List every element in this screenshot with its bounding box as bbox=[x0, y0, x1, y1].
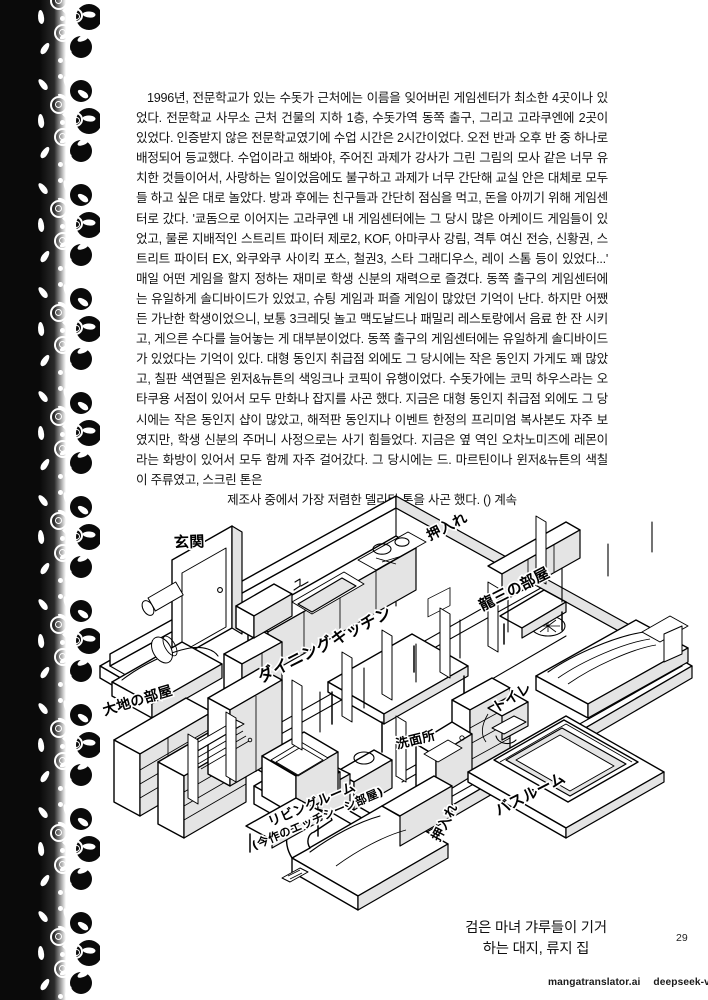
lace-motif bbox=[34, 382, 100, 488]
caption-line-1: 검은 마녀 갸루들이 기거 bbox=[465, 920, 607, 936]
caption-line-2: 하는 대지, 류지 집 bbox=[482, 941, 590, 957]
floorplan-drawing: .ln { fill:none; stroke:#000; stroke-wid… bbox=[99, 495, 693, 911]
page-number: 29 bbox=[676, 932, 688, 944]
page-caption: 검은 마녀 갸루들이 기거 하는 대지, 류지 집 bbox=[430, 918, 642, 960]
translator-watermark: mangatranslator.ai deepseek-v3 bbox=[548, 977, 708, 988]
floorplan-label-entrance: 玄関 bbox=[172, 531, 207, 553]
floorplan-illustration: .ln { fill:none; stroke:#000; stroke-wid… bbox=[96, 486, 708, 916]
lace-motif bbox=[34, 694, 100, 800]
lace-motif bbox=[34, 486, 100, 592]
watermark-site: mangatranslator.ai bbox=[548, 977, 641, 988]
lace-motif bbox=[34, 70, 100, 176]
story-last-line: 제조사 중에서 가장 저렴한 델리타 톤을 사곤 했다. () 계속 bbox=[227, 492, 517, 507]
lace-motif bbox=[34, 798, 100, 904]
lace-motif bbox=[34, 0, 100, 72]
lace-motif bbox=[34, 590, 100, 696]
story-text-block: 1996년, 전문학교가 있는 수돗가 근처에는 이름을 잊어버린 게임센터가 … bbox=[136, 88, 608, 510]
lace-motif bbox=[34, 902, 100, 1000]
lace-motif bbox=[34, 174, 100, 280]
lace-motif bbox=[34, 278, 100, 384]
story-paragraph: 1996년, 전문학교가 있는 수돗가 근처에는 이름을 잊어버린 게임센터가 … bbox=[136, 91, 608, 487]
watermark-model: deepseek-v3 bbox=[653, 977, 708, 988]
lace-border-decoration bbox=[0, 0, 100, 1000]
